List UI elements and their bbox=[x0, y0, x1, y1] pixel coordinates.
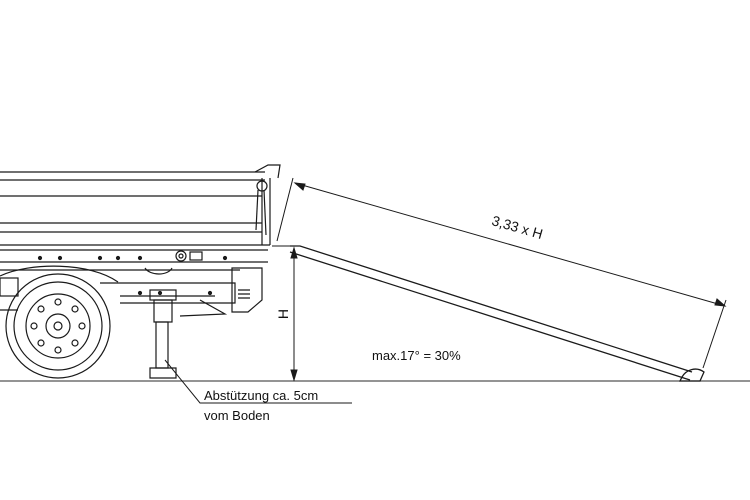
dimension-ramp-length bbox=[276, 177, 727, 369]
support-label-line2: vom Boden bbox=[204, 408, 270, 423]
trailer-body bbox=[0, 164, 281, 317]
support-stand bbox=[149, 289, 177, 379]
trailer-wheel bbox=[0, 265, 119, 379]
angle-label: max.17° = 30% bbox=[372, 348, 461, 363]
ramp-length-label: 3,33 x H bbox=[490, 212, 545, 242]
support-leader bbox=[164, 359, 352, 404]
support-label-line1: Abstützung ca. 5cm bbox=[204, 388, 318, 403]
ramp bbox=[289, 245, 705, 382]
dimension-height bbox=[272, 245, 300, 382]
height-label: H bbox=[275, 309, 291, 319]
